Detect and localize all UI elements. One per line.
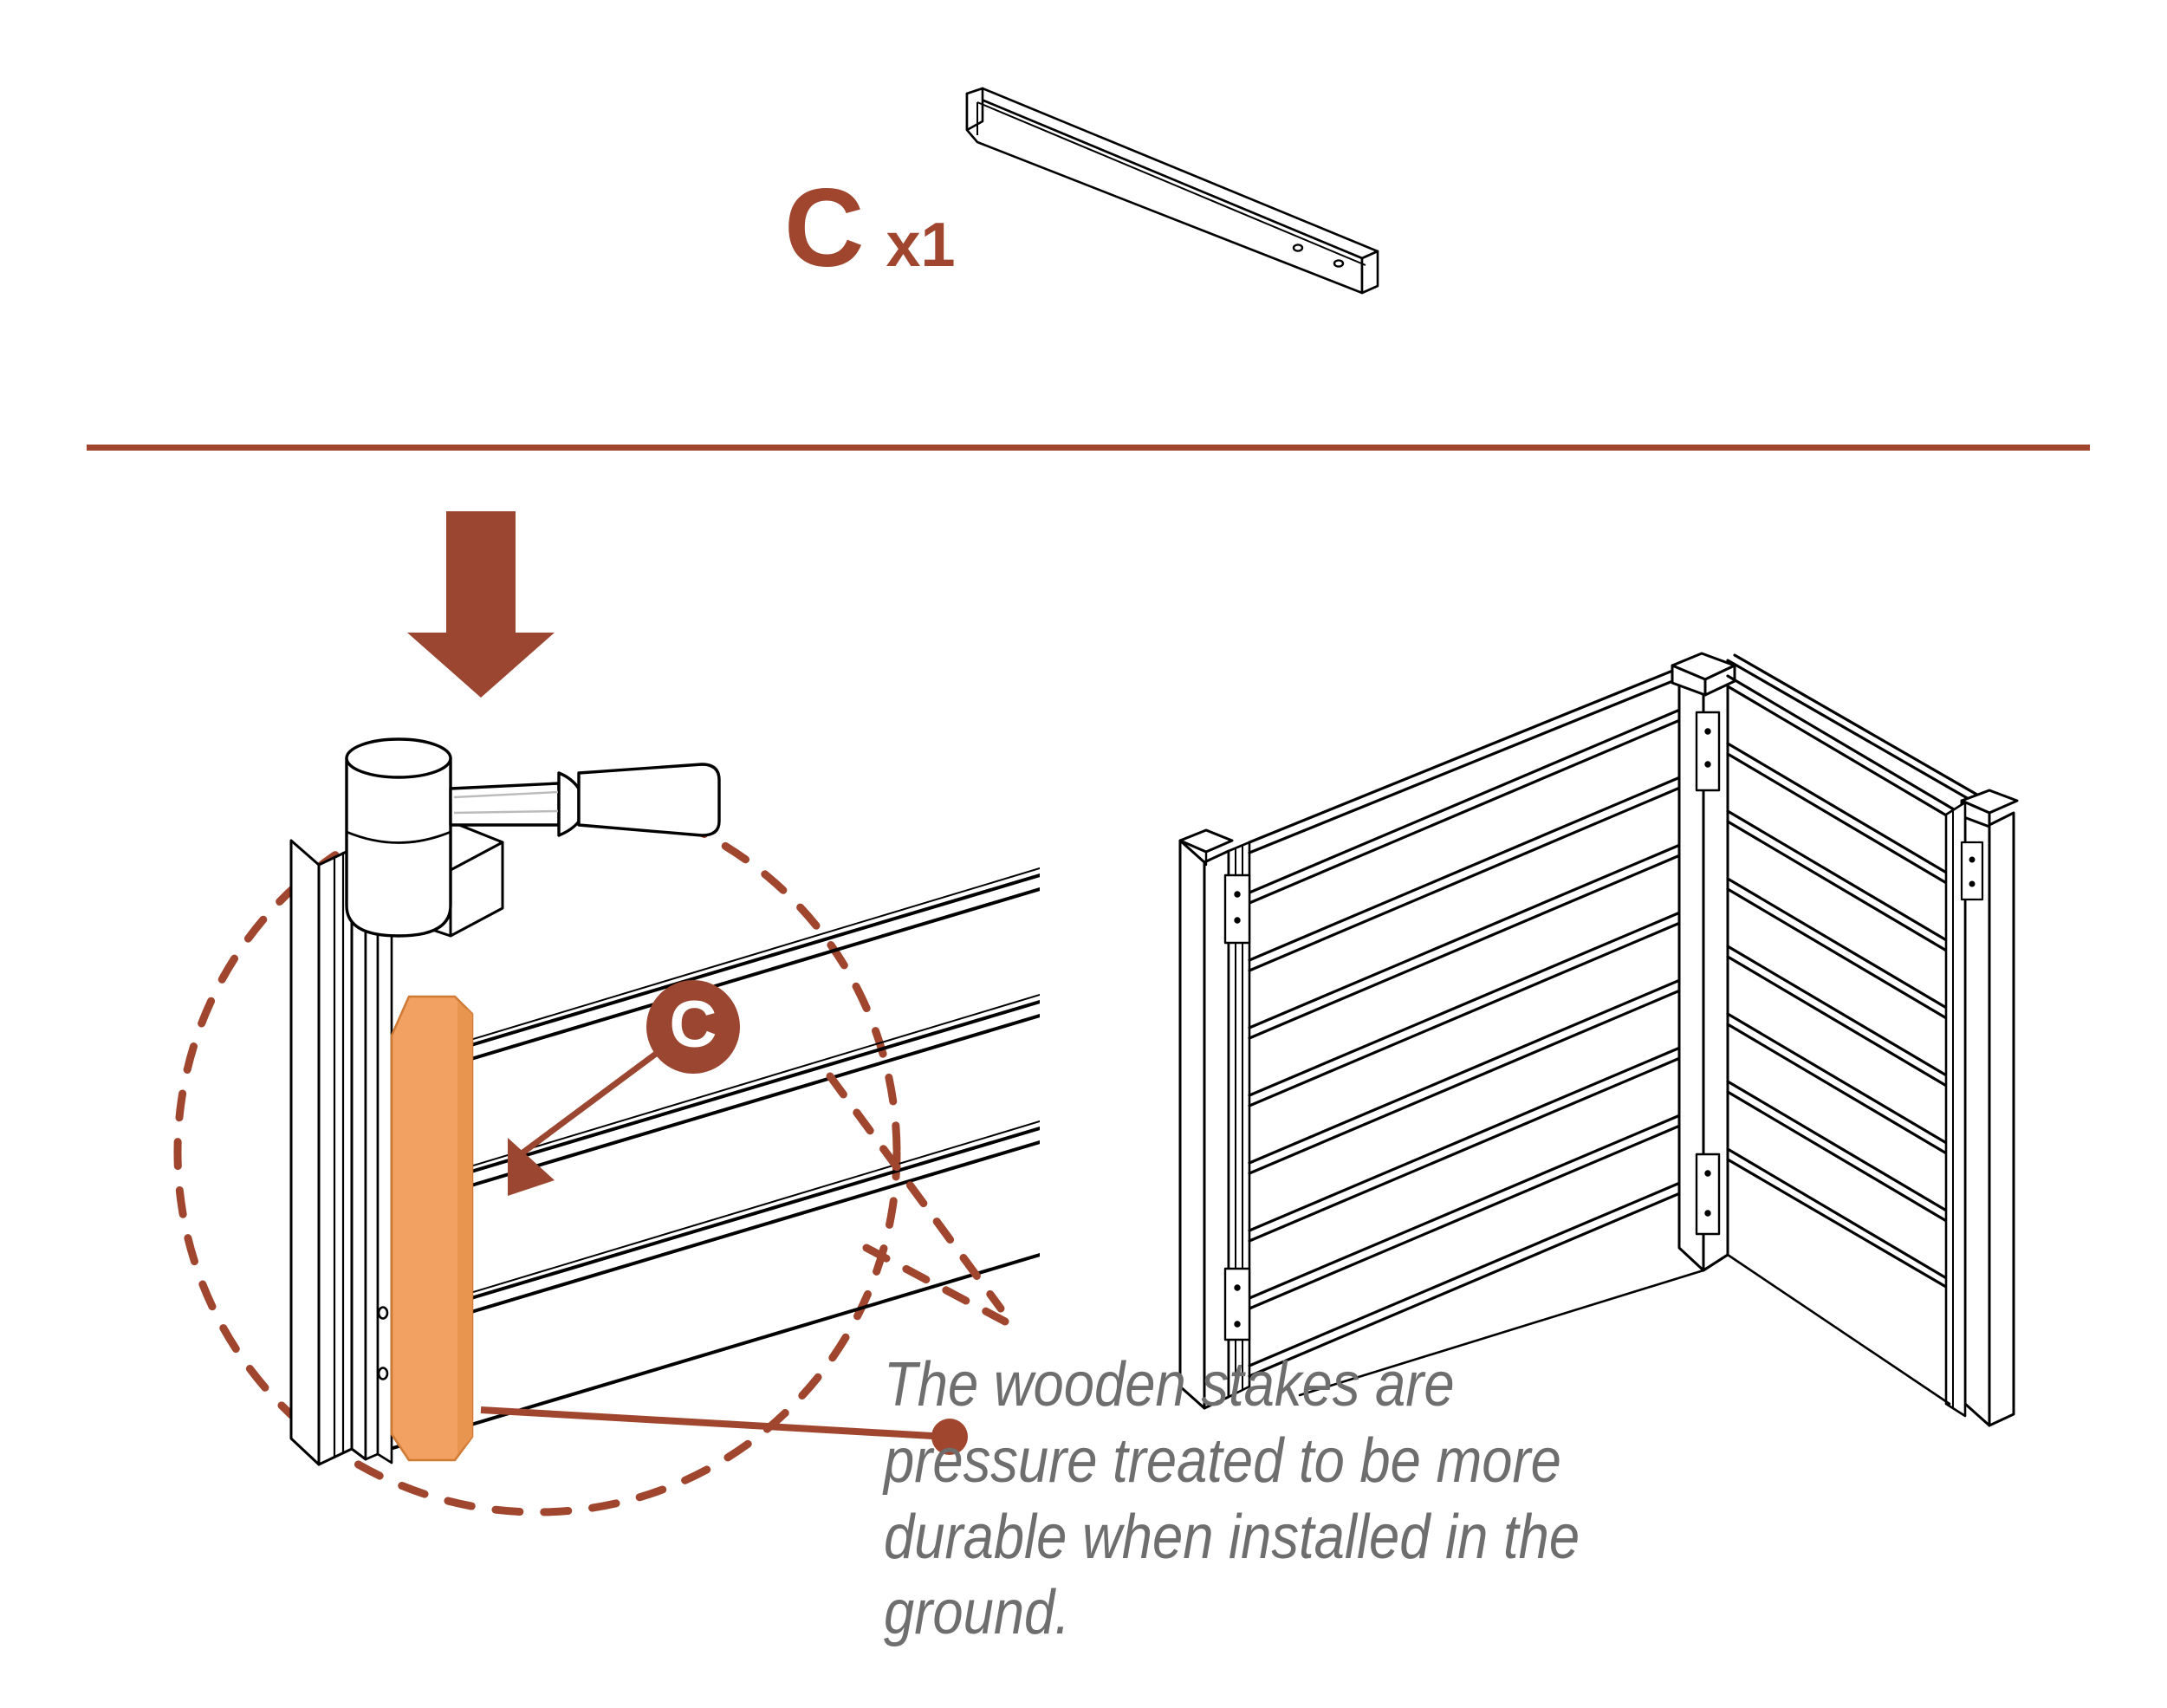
detail-magnifier-view: C [173,511,1040,1516]
downward-strike-arrow-icon [407,511,555,698]
magnifier-leader-lines [826,1072,1009,1326]
caption-text: The wooden stakes are pressure treated t… [884,1350,1580,1648]
bracket-plate [1223,873,1251,945]
part-quantity-label: x1 [886,211,956,280]
section-divider [87,445,2090,451]
parts-callout: C x1 [784,173,956,284]
wooden-stake-part-icon [965,87,1379,295]
fence-corner-assembly [1178,652,2019,1427]
screw-hole-icon [1333,259,1345,268]
callout-badge-letter: C [670,988,717,1062]
magnifier-circle [173,789,901,1516]
callout-badge-c: C [508,980,740,1196]
bracket-plate [1695,711,1721,792]
rubber-mallet-icon [345,737,721,938]
callout-badge-circle [646,980,740,1074]
caption-leader-line [480,1406,968,1455]
bracket-plate [1223,1267,1251,1341]
caption-bullet-dot [931,1419,968,1455]
screw-hole-icon [377,1306,389,1320]
screw-hole-icon [377,1367,389,1380]
bracket-plate [1695,1153,1721,1236]
part-letter-label: C [784,166,864,290]
screw-hole-icon [1292,244,1304,252]
bracket-plate [1960,841,1984,901]
wooden-stake-highlight [390,995,474,1462]
